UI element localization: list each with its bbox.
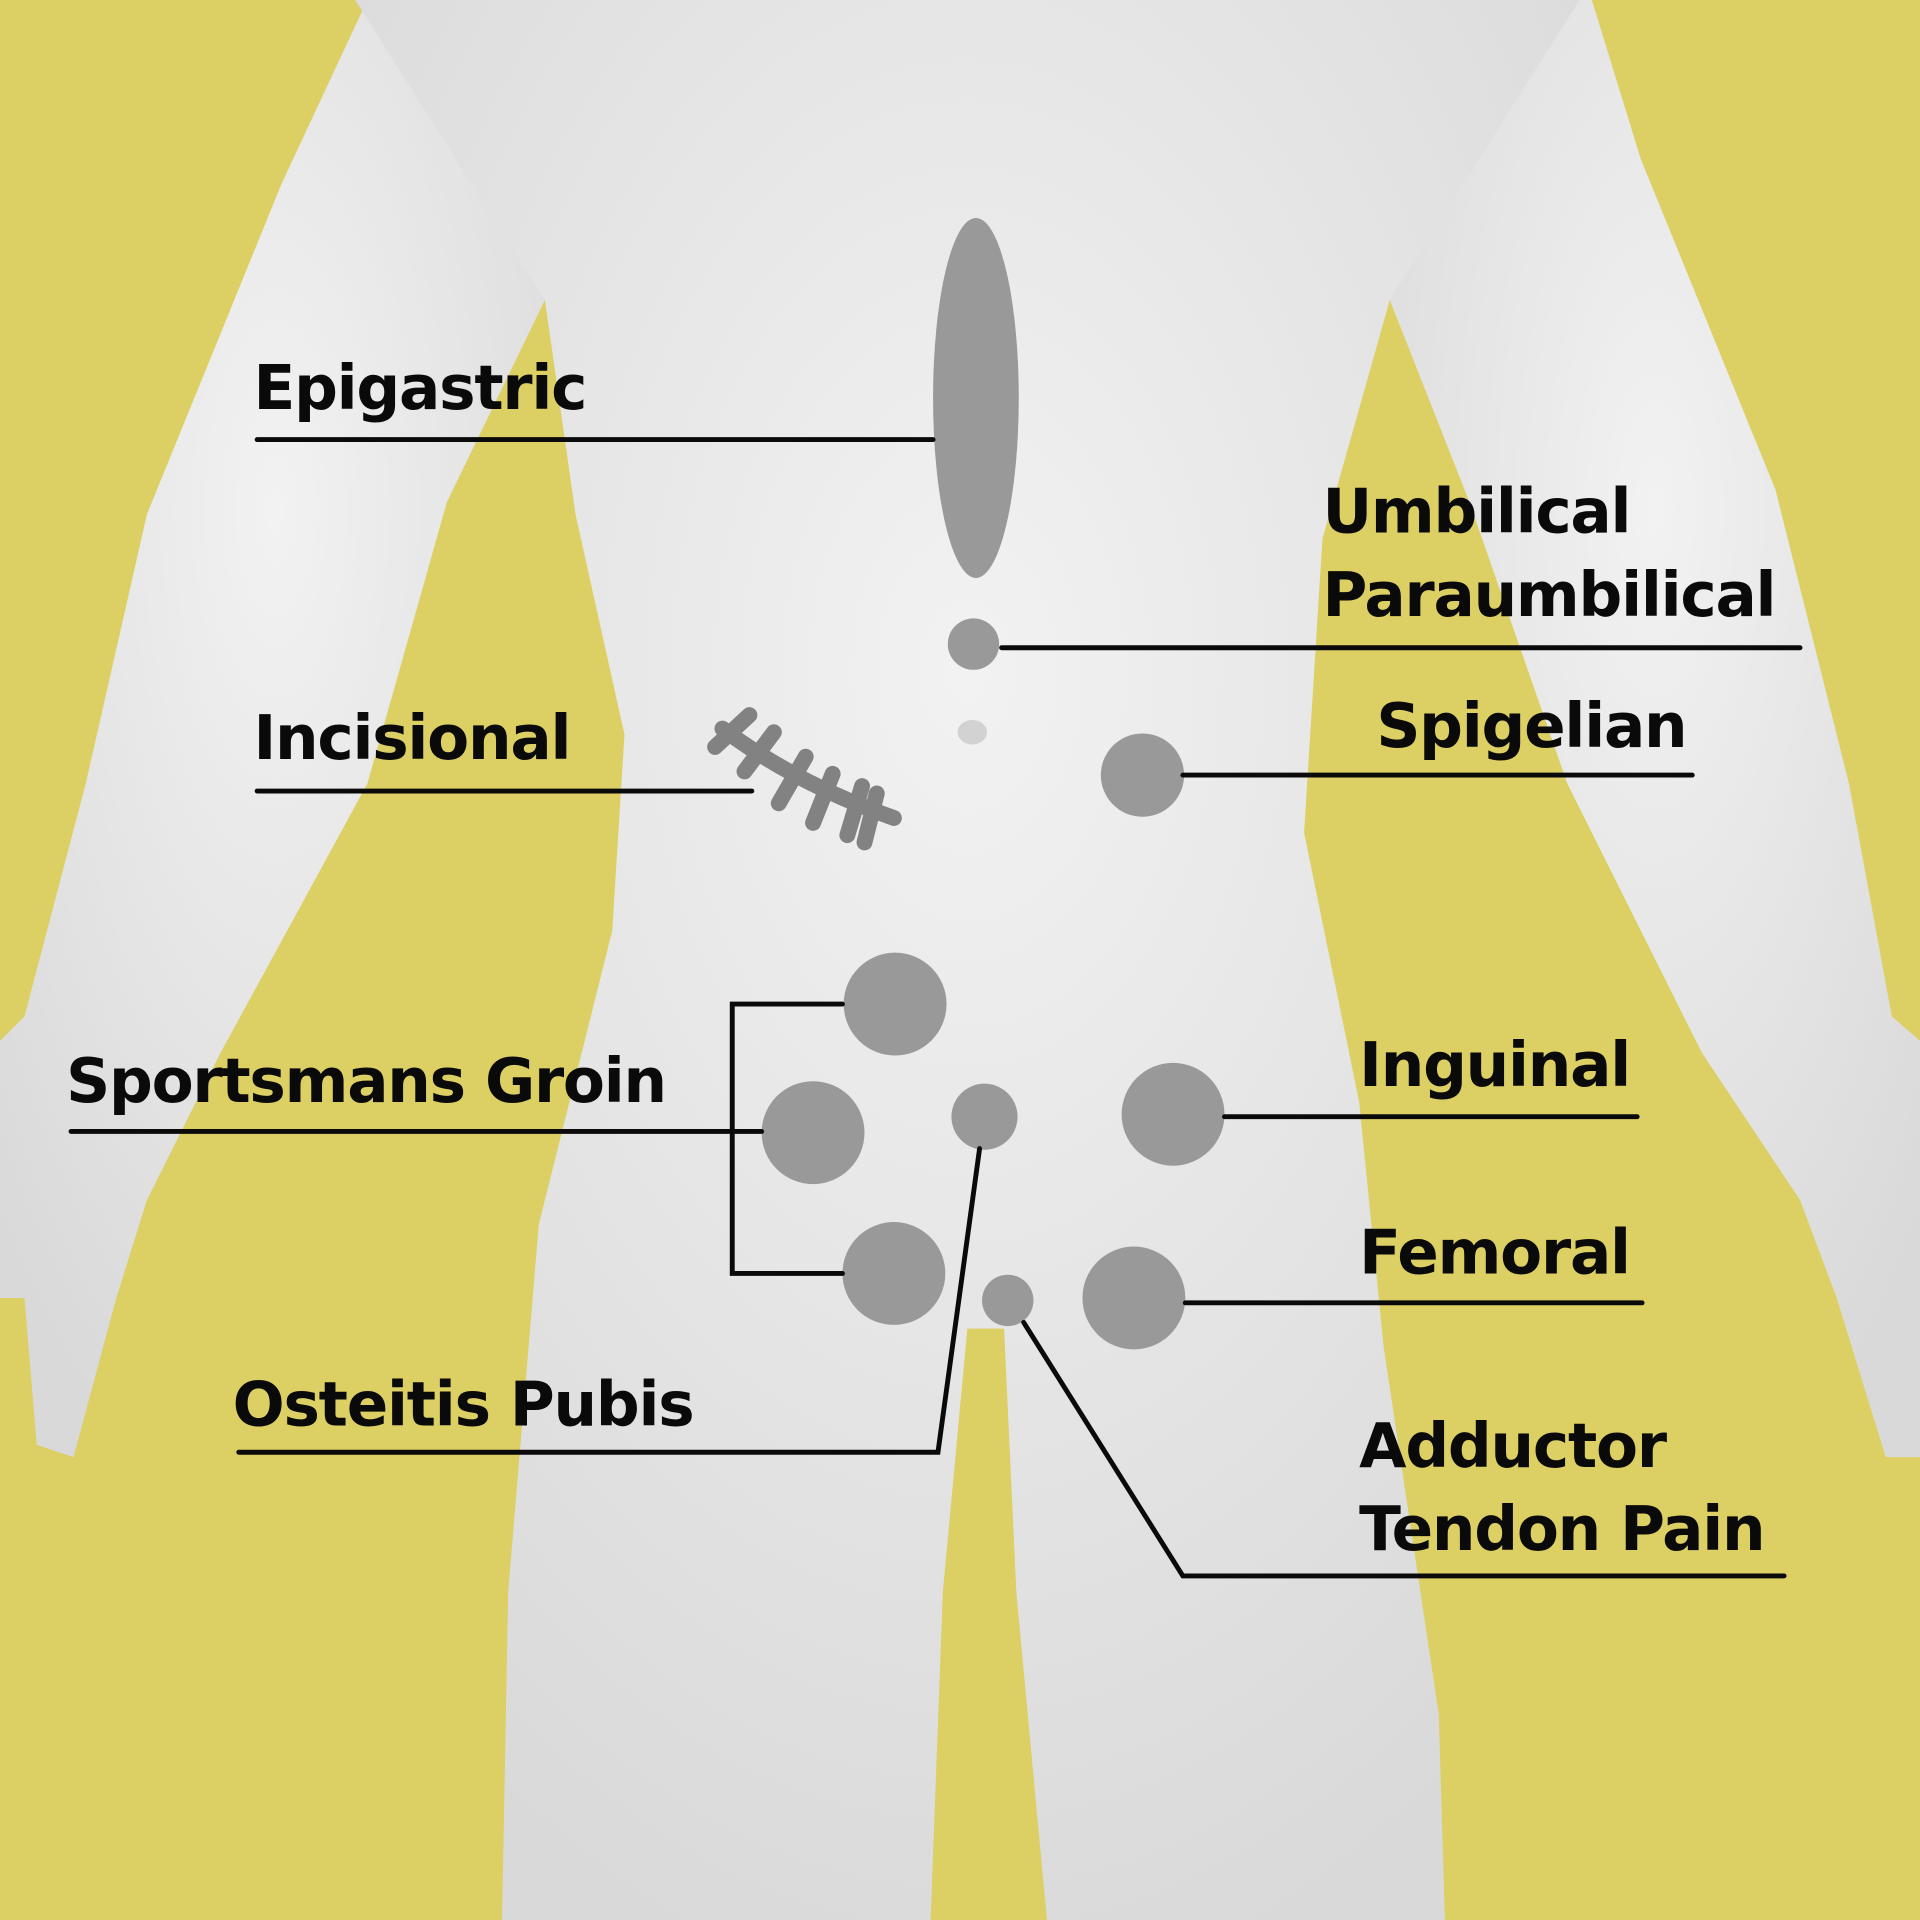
sportsmans-groin-leader (729, 1001, 845, 1276)
label-sportsmans-groin: Sportsmans Groin (66, 1046, 666, 1117)
adductor-marker (982, 1274, 1034, 1327)
sportsmans-groin-marker-middle (761, 1081, 865, 1185)
label-spigelian: Spigelian (1376, 691, 1686, 762)
femoral-marker (1082, 1246, 1186, 1350)
label-epigastric: Epigastric (253, 353, 586, 424)
umbilical-marker (947, 618, 1000, 670)
label-femoral: Femoral (1359, 1217, 1630, 1288)
label-incisional: Incisional (253, 703, 570, 774)
osteitis-pubis-leader (236, 1146, 983, 1455)
osteitis-pubis-marker (951, 1083, 1018, 1150)
label-adductor-line1: Adductor (1359, 1411, 1668, 1482)
label-adductor-line2: Tendon Pain (1359, 1494, 1764, 1565)
label-inguinal: Inguinal (1359, 1030, 1630, 1101)
inguinal-marker (1121, 1062, 1225, 1166)
right-arm (1389, 0, 1920, 1458)
left-arm (0, 0, 552, 1458)
label-umbilical: Umbilical (1322, 477, 1630, 548)
label-paraumbilical: Paraumbilical (1322, 560, 1775, 631)
navel (957, 720, 987, 745)
spigelian-marker (1100, 733, 1185, 817)
epigastric-marker (933, 217, 1019, 578)
label-osteitis-pubis: Osteitis Pubis (233, 1369, 694, 1440)
sportsmans-groin-marker-lower (842, 1222, 946, 1325)
adductor-leader (1021, 1320, 1787, 1579)
sportsmans-groin-marker-upper (843, 952, 947, 1056)
torso-and-legs (355, 0, 1580, 1920)
incision-scar-icon (707, 707, 902, 851)
